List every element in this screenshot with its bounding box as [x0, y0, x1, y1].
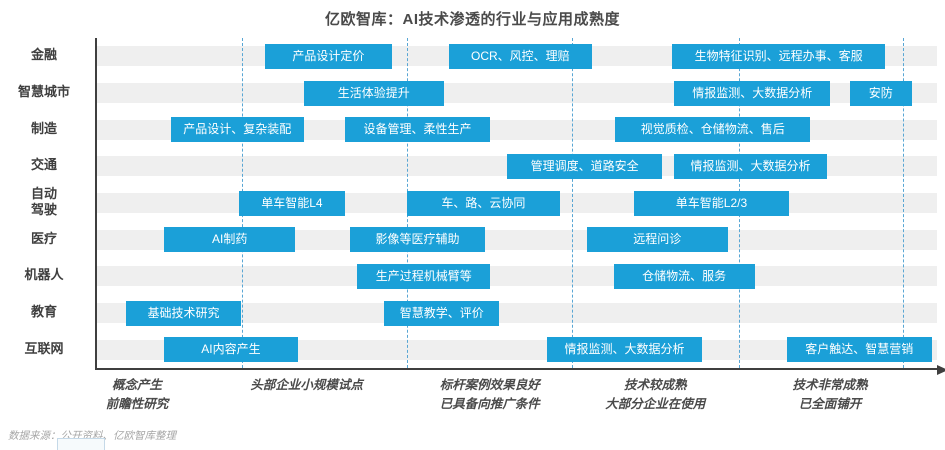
- chart-box: 生产过程机械臂等: [357, 263, 491, 289]
- industry-label: 医疗: [30, 230, 57, 246]
- stage-divider-line: [902, 38, 904, 368]
- chart-box: 视觉质检、仓储物流、售后: [615, 117, 811, 143]
- chart-box: 车、路、云协同: [406, 190, 560, 216]
- industry-label: 制造: [30, 120, 57, 136]
- industry-axis: 金融智慧城市制造交通自动驾驶医疗机器人教育互联网: [0, 38, 95, 368]
- stage-label: 技术非常成熟已全面铺开: [792, 378, 868, 412]
- chart-box: 设备管理、柔性生产: [344, 117, 491, 143]
- industry-label: 教育: [30, 304, 57, 319]
- chart-box: 仓储物流、服务: [613, 263, 755, 289]
- chart-box: 单车智能L4: [238, 190, 345, 216]
- chart-box: 智慧教学、评价: [384, 300, 500, 326]
- chart-box: 远程问诊: [586, 227, 728, 253]
- chart-box: AI内容产生: [164, 337, 298, 363]
- industry-label: 智慧城市: [17, 84, 70, 99]
- chart-box: 影像等医疗辅助: [349, 227, 486, 253]
- chart-box: 生活体验提升: [303, 80, 444, 106]
- chart-box: 情报监测、大数据分析: [674, 80, 831, 106]
- row-track: [97, 339, 937, 360]
- chart-box: AI制药: [164, 227, 296, 253]
- maturity-stage-axis: 概念产生前瞻性研究 头部企业小规模试点 标杆案例效果良好已具备向推广条件 技术较成熟大…: [95, 376, 935, 420]
- chart-box: 基础技术研究: [126, 300, 241, 326]
- industry-label: 金融: [30, 47, 57, 63]
- industry-label: 互联网: [24, 340, 64, 356]
- industry-label: 机器人: [24, 267, 64, 283]
- industry-label: 自动驾驶: [30, 186, 57, 218]
- stage-label: 标杆案例效果良好已具备向推广条件: [439, 378, 540, 412]
- stage-label: 技术较成熟大部分企业在使用: [605, 378, 706, 412]
- chart-box: 管理调度、道路安全: [506, 153, 663, 179]
- chart-box: 产品设计定价: [265, 43, 392, 69]
- x-axis-arrow-icon: [937, 365, 945, 375]
- data-source-note: 数据来源：公开资料、亿欧智库整理: [8, 430, 176, 442]
- row-track: [97, 266, 937, 287]
- industry-label: 交通: [30, 157, 57, 173]
- chart-box: OCR、风控、理赔: [448, 43, 592, 69]
- watermark-fragment: [57, 438, 105, 450]
- chart-box: 单车智能L2/3: [633, 190, 790, 216]
- chart-box: 情报监测、大数据分析: [547, 337, 702, 363]
- chart-box: 生物特征识别、远程办事、客服: [672, 43, 885, 69]
- stage-label: 概念产生前瞻性研究: [105, 378, 169, 412]
- chart-title: 亿欧智库：AI技术渗透的行业与应用成熟度: [324, 11, 620, 28]
- chart-box: 客户触达、智慧营销: [786, 337, 932, 363]
- row-track: [97, 303, 937, 323]
- chart-box: 安防: [849, 80, 912, 106]
- chart-box: 情报监测、大数据分析: [674, 153, 827, 179]
- chart-box: 产品设计、复杂装配: [170, 117, 304, 143]
- stage-divider-line: [571, 38, 573, 368]
- stage-label: 头部企业小规模试点: [250, 378, 363, 392]
